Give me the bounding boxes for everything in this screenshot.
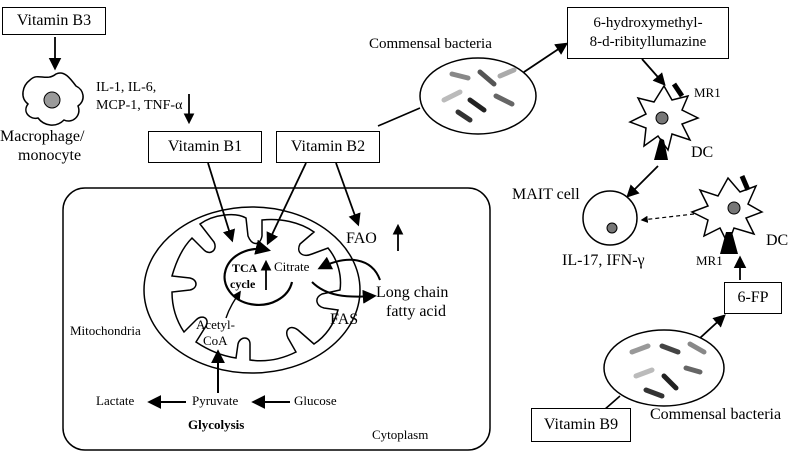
acetyl-coa-line2: CoA <box>203 333 228 348</box>
dendritic-cell-top-nucleus <box>655 111 669 125</box>
dc-bottom-label: DC <box>766 232 789 249</box>
tca-label-line2: cycle <box>230 277 256 291</box>
arrow-dc-top-to-mait <box>626 165 659 198</box>
metabolite-top-box: 6-hydroxymethyl- 8-d-ribityllumazine <box>567 7 729 59</box>
vitamin-b9-box: Vitamin B9 <box>531 408 631 442</box>
acetyl-coa-line1: Acetyl- <box>196 317 235 332</box>
macrophage-label-line2: monocyte <box>18 147 82 164</box>
fas-label: FAS <box>330 311 359 328</box>
metabolite-top-line1: 6-hydroxymethyl- <box>593 15 703 32</box>
macrophage-cytokines-line2: MCP-1, TNF-α <box>96 98 183 113</box>
commensal-bacteria-top <box>419 57 537 135</box>
vitamin-b9-label: Vitamin B9 <box>543 416 619 433</box>
commensal-bacteria-bottom-label: Commensal bacteria <box>650 406 782 423</box>
vitamin-b2-box: Vitamin B2 <box>276 131 380 163</box>
mitochondria-label: Mitochondria <box>70 323 141 338</box>
vitamin-b3-label: Vitamin B3 <box>16 12 92 29</box>
glucose-label: Glucose <box>294 393 337 408</box>
commensal-bacteria-top-label: Commensal bacteria <box>369 36 492 52</box>
long-chain-line2: fatty acid <box>386 303 446 320</box>
arrow-commensal-to-6fp <box>699 314 726 339</box>
dendritic-cell-bottom-nucleus <box>727 201 741 215</box>
arrow-commensal-to-metabolite <box>523 42 569 73</box>
bacteria-rods-bottom <box>629 341 707 399</box>
arrow-metabolite-to-dc-top <box>641 58 666 86</box>
lactate-label: Lactate <box>96 393 135 408</box>
glycolysis-label: Glycolysis <box>188 417 245 432</box>
mr1-top-label: MR1 <box>694 85 721 100</box>
connector-b2-to-commensal <box>377 107 421 127</box>
cytoplasm-label: Cytoplasm <box>372 427 429 442</box>
dashed-arrow-dc-bottom-to-mait <box>640 213 695 223</box>
mr1-receptor-top <box>654 138 668 160</box>
metabolite-top-line2: 8-d-ribityllumazine <box>589 34 707 50</box>
vitamin-b1-label: Vitamin B1 <box>167 138 243 155</box>
arrow-b1-to-tca <box>207 162 236 243</box>
mitochondrion-inner-membrane <box>171 213 342 362</box>
mr1-receptor-bottom <box>720 232 738 254</box>
bacteria-rods-top <box>441 67 517 123</box>
macrophage-label-line1: Macrophage/ <box>0 128 85 145</box>
vitamin-b1-box: Vitamin B1 <box>148 131 262 163</box>
tca-label-line1: TCA <box>232 261 258 275</box>
metabolite-bottom-box: 6-FP <box>724 282 782 314</box>
mait-cell-nucleus <box>606 222 618 234</box>
arrow-long-chain-to-citrate <box>317 256 381 281</box>
arrow-citrate-to-long-chain <box>311 281 377 304</box>
dc-top-label: DC <box>691 144 714 161</box>
metabolite-bottom-label: 6-FP <box>737 289 769 306</box>
mait-cytokines-label: IL-17, IFN-γ <box>562 252 645 269</box>
vitamin-b3-box: Vitamin B3 <box>2 7 106 35</box>
pyruvate-label: Pyruvate <box>192 393 239 408</box>
mait-cell-label: MAIT cell <box>512 186 580 203</box>
tca-cycle-arrow <box>223 239 294 306</box>
mait-cell-body <box>582 190 638 246</box>
long-chain-line1: Long chain <box>376 284 449 301</box>
mitochondrion-outer-membrane <box>143 206 361 374</box>
vitamin-b2-label: Vitamin B2 <box>290 138 366 155</box>
fao-label: FAO <box>346 230 377 247</box>
arrow-b2-to-fao <box>335 162 361 227</box>
arrow-acetyl-coa-to-tca <box>225 290 241 319</box>
connector-b9-to-commensal <box>603 395 621 411</box>
citrate-label: Citrate <box>274 259 310 274</box>
mr1-bottom-label: MR1 <box>696 253 723 268</box>
arrow-b2-to-citrate <box>266 162 307 246</box>
macrophage-cytokines-line1: IL-1, IL-6, <box>96 80 157 95</box>
macrophage-nucleus <box>43 91 61 109</box>
